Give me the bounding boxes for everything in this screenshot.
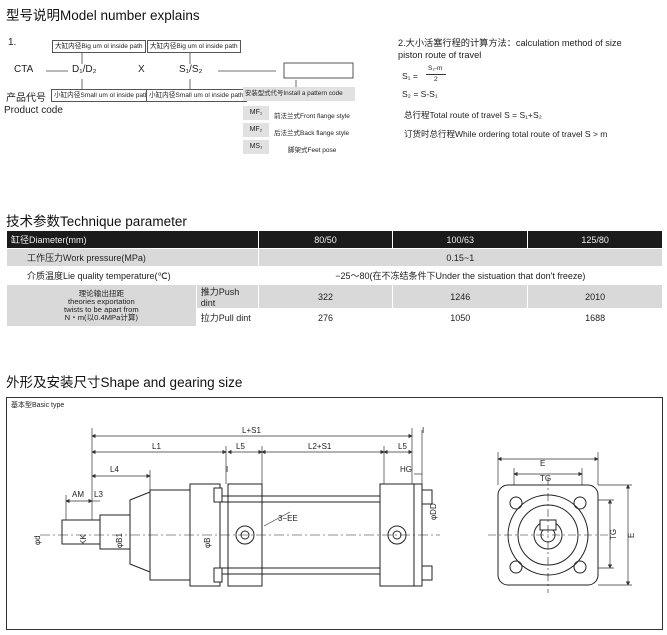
tech-temp-label: 介质温度Lie quality temperature(℃) xyxy=(6,266,259,285)
model-cta: CTA xyxy=(14,64,34,75)
model-blank-box xyxy=(283,62,354,79)
shape-section-title: 外形及安装尺寸Shape and gearing size xyxy=(6,375,243,390)
tech-push-125-80: 2010 xyxy=(527,284,663,309)
tech-pull-80-50: 276 xyxy=(257,308,394,327)
tech-header-diameter: 缸径Diameter(mm) xyxy=(6,230,259,249)
mount-code-mf2: MF₂ xyxy=(243,123,269,137)
dim-tg-top: TG xyxy=(540,474,551,483)
dim-l3: L3 xyxy=(94,490,103,499)
tie-rod-hole xyxy=(509,560,523,574)
model-section-title: 型号说明Model number explains xyxy=(6,8,200,23)
nose-cone xyxy=(129,491,151,573)
tech-temp-value: −25～80(在不冻结条件下Under the sistuation that … xyxy=(257,266,664,285)
dim-l1: L1 xyxy=(152,442,161,451)
dim-phi-dd: φDD xyxy=(429,503,438,520)
calc-order-travel: 订货时总行程While ordering total route of trav… xyxy=(404,129,608,139)
mount-code-mf1: MF₁ xyxy=(243,106,269,120)
calc-title-line1: 2.大小活塞行程的计算方法：calculation method of size xyxy=(398,38,622,48)
tech-push-label: 推力Push dint xyxy=(195,284,259,309)
table-row: 缸径Diameter(mm) 80/50 100/63 125/80 xyxy=(6,230,663,249)
mount-code-ms1: MS₁ xyxy=(243,140,269,154)
basic-type-label: 基本型Basic type xyxy=(11,402,65,409)
dim-phi-b: φB xyxy=(203,537,212,548)
dim-l-s1: L+S1 xyxy=(242,426,261,435)
tech-push-100-63: 1246 xyxy=(392,284,529,309)
tie-rod-nut xyxy=(213,567,223,583)
model-d1d2: D₁/D₂ xyxy=(72,64,97,75)
model-x: X xyxy=(138,64,145,75)
calc-total-travel: 总行程Total route of travel S = S₁+S₂ xyxy=(404,110,542,120)
tie-rod-hole xyxy=(509,496,523,510)
table-row: 工作压力Work pressure(MPa) 0.15~1 xyxy=(6,248,664,267)
model-s1s2: S₁/S₂ xyxy=(179,64,203,75)
tech-pull-label: 拉力Pull dint xyxy=(195,308,259,327)
force-label-line: twists to be apart from xyxy=(64,304,139,314)
model-number: 1. xyxy=(8,37,17,48)
dim-tg-side: TG xyxy=(609,529,618,540)
model-top-box-2: 大缸内径Big um ol inside path xyxy=(147,40,241,53)
calc-formula-1-num: S₂-m xyxy=(428,65,443,72)
piston-rod-end xyxy=(61,519,101,545)
drawing-frame xyxy=(6,397,663,630)
dim-kk: KK xyxy=(79,534,88,545)
dim-l5-front: L5 xyxy=(236,442,245,451)
tie-rod-hole xyxy=(573,560,587,574)
dim-3-ee: 3−EE xyxy=(278,514,298,523)
mount-desc-ms1: 脚架式Feet pose xyxy=(288,147,337,154)
product-code-cn: 产品代号 xyxy=(6,93,46,104)
model-connector-lines xyxy=(46,51,354,90)
dim-e-side: E xyxy=(627,533,636,538)
dim-e-top: E xyxy=(540,459,545,468)
dim-phi-b1: φB1 xyxy=(115,532,124,548)
tech-header-80-50: 80/50 xyxy=(257,230,394,249)
product-code-en: Product code xyxy=(4,105,63,116)
dim-l5-rear: L5 xyxy=(398,442,407,451)
calc-formula-2: S₂ = S-S₁ xyxy=(402,89,438,99)
dim-phi-d: φd xyxy=(33,535,42,545)
tech-pull-125-80: 1688 xyxy=(527,308,663,327)
mount-desc-mf2: 后法兰式Back flange style xyxy=(274,130,350,137)
dim-am: AM xyxy=(72,490,84,499)
table-row: 介质温度Lie quality temperature(℃) −25～80(在不… xyxy=(6,266,664,285)
tie-rod-nut xyxy=(213,487,223,503)
tech-header-125-80: 125/80 xyxy=(527,230,663,249)
calc-formula-1-lhs: S₁ = xyxy=(402,71,418,81)
tech-param-table: 缸径Diameter(mm) 80/50 100/63 125/80 工作压力W… xyxy=(6,230,664,327)
dim-l4: L4 xyxy=(110,465,119,474)
table-row: 拉力Pull dint 276 1050 1688 xyxy=(7,308,663,327)
dim-l2-s1: L2+S1 xyxy=(308,442,332,451)
rod-gland xyxy=(99,514,131,550)
tech-pressure-label: 工作压力Work pressure(MPa) xyxy=(6,248,259,267)
tech-pressure-value: 0.15~1 xyxy=(257,248,664,267)
tie-rod-hole xyxy=(573,496,587,510)
tech-pull-100-63: 1050 xyxy=(392,308,529,327)
model-top-box-1: 大缸内径Big um ol inside path xyxy=(52,40,146,53)
install-pattern-header: 安装型式代号Install a pattern code xyxy=(243,87,355,101)
tech-force-label: 理论输出扭距 theories exportation twists to be… xyxy=(6,284,197,327)
calc-title-line2: piston route of travel xyxy=(398,50,482,60)
tech-push-80-50: 322 xyxy=(257,284,394,309)
tie-rod-nut xyxy=(421,489,433,505)
table-row: 理论输出扭距 theories exportation twists to be… xyxy=(6,284,663,327)
calc-fraction-bar xyxy=(426,74,446,75)
dim-i-top: I xyxy=(422,426,424,435)
force-label-line: theories exportation xyxy=(68,296,135,306)
tech-header-100-63: 100/63 xyxy=(392,230,529,249)
dim-hg: HG xyxy=(400,465,412,474)
port-front xyxy=(235,525,255,545)
mount-desc-mf1: 前法兰式Front flange style xyxy=(274,113,350,120)
tie-rod-nut xyxy=(421,565,433,581)
force-label-line: 理论输出扭距 xyxy=(78,288,125,298)
force-label-line: N・m(以0.4MPa计算) xyxy=(64,312,139,322)
calc-formula-1-den: 2 xyxy=(434,76,438,83)
tech-section-title: 技术参数Technique parameter xyxy=(6,214,187,229)
dim-i-mid: I xyxy=(226,465,228,474)
